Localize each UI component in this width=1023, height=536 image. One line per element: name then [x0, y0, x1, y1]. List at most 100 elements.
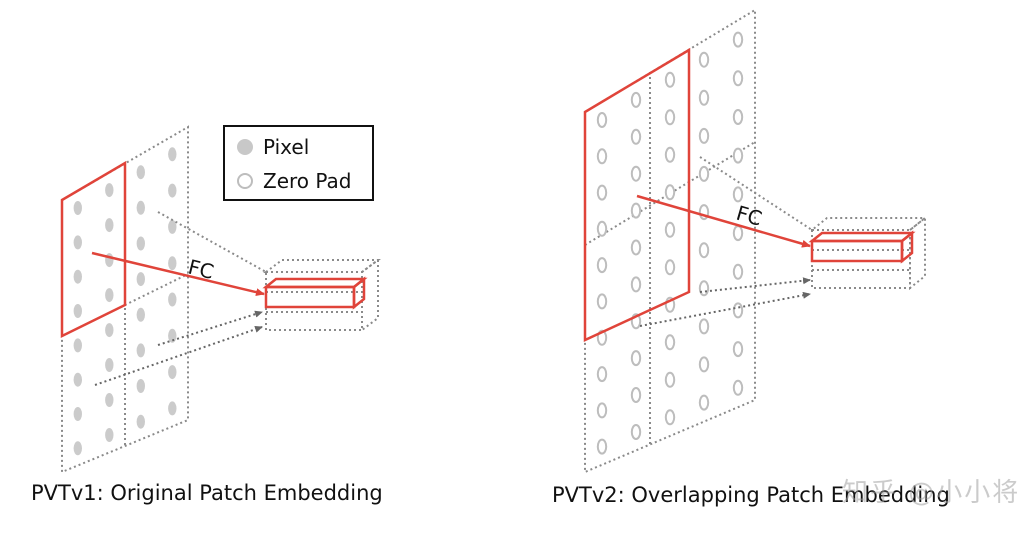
hollow-circle-icon: [237, 173, 253, 189]
pixel-dot: [168, 401, 177, 416]
zero-pad-dot: [698, 280, 710, 297]
legend-item-zero-pad: Zero Pad: [237, 168, 352, 194]
zero-pad-dot: [664, 409, 676, 426]
pixel-dot: [105, 428, 114, 442]
pixel-dot: [105, 218, 114, 233]
zero-pad-dot: [630, 128, 642, 145]
zero-pad-dot: [630, 91, 642, 108]
zero-pad-dot: [664, 184, 676, 201]
zero-pad-dot: [630, 350, 642, 367]
v1-highlighted-patch: [60, 160, 127, 339]
v1-connector-top: [157, 211, 267, 273]
pixel-dot: [136, 272, 145, 287]
zero-pad-dot: [630, 165, 642, 182]
zero-pad-dot: [664, 221, 676, 238]
zero-pad-dot: [630, 239, 642, 256]
zero-pad-dot: [596, 293, 608, 310]
zero-pad-dot: [596, 402, 608, 419]
pixel-dot: [168, 219, 177, 234]
legend-pixel-label: Pixel: [263, 135, 310, 159]
zero-pad-dot: [732, 147, 744, 164]
v2-grid-horizontal: [584, 141, 756, 246]
zero-pad-dot: [698, 394, 710, 411]
legend-zero-pad-label: Zero Pad: [263, 169, 352, 193]
zero-pad-dot: [732, 341, 744, 358]
zero-pad-dot: [596, 220, 608, 237]
legend-item-pixel: Pixel: [237, 134, 309, 160]
zero-pad-dot: [596, 438, 608, 455]
zero-pad-dot: [596, 112, 608, 128]
pixel-dot: [168, 256, 177, 271]
zero-pad-dot: [732, 225, 744, 242]
zero-pad-dot: [596, 184, 608, 201]
zero-pad-dot: [698, 356, 710, 373]
v2-connector-bottom: [639, 291, 811, 327]
pvtv1-panel: FC: [60, 125, 381, 474]
watermark: 知乎 @小小将: [842, 478, 1021, 508]
zero-pad-dot: [664, 109, 676, 126]
zero-pad-dot: [596, 257, 608, 274]
pixel-dot: [136, 200, 145, 215]
pixel-dot: [73, 304, 83, 318]
zero-pad-dot: [630, 202, 642, 219]
zero-pad-dot: [664, 334, 676, 351]
v2-token-stack: [809, 215, 928, 291]
zero-pad-dot: [698, 242, 710, 259]
v2-zero-pad-dots: [596, 31, 744, 455]
zero-pad-dot: [630, 276, 642, 293]
pixel-dot: [136, 343, 145, 358]
zero-pad-dot: [732, 379, 744, 396]
zero-pad-dot: [732, 31, 744, 48]
zero-pad-dot: [732, 186, 744, 203]
v2-output-token: [808, 230, 916, 264]
pixel-dot: [105, 323, 114, 338]
v2-fc-arrow: [636, 194, 811, 248]
pixel-dot: [73, 407, 83, 421]
pixel-dot: [73, 269, 83, 284]
zero-pad-dot: [664, 371, 676, 388]
v1-fc-label: FC: [186, 255, 217, 284]
legend: Pixel Zero Pad: [223, 125, 374, 201]
pixel-dot: [168, 328, 177, 343]
pixel-dot: [105, 393, 114, 407]
v1-token-stack: [263, 258, 381, 332]
zero-pad-dot: [732, 263, 744, 280]
pvtv1-caption: PVTv1: Original Patch Embedding: [31, 481, 383, 505]
pixel-dot: [136, 414, 145, 429]
zero-pad-dot: [698, 127, 710, 144]
zero-pad-dot: [664, 259, 676, 276]
zero-pad-dot: [732, 109, 744, 125]
pixel-dot: [105, 358, 114, 372]
zero-pad-dot: [664, 146, 676, 163]
pixel-dot: [73, 201, 83, 215]
pixel-dot: [136, 307, 145, 322]
v1-connector-bottom: [94, 325, 263, 386]
v1-connector-mid: [157, 310, 263, 346]
zero-pad-dot: [630, 424, 642, 440]
zero-pad-dot: [732, 70, 744, 87]
pixel-dot: [168, 292, 177, 307]
zero-pad-dot: [698, 318, 710, 335]
v1-output-token: [262, 276, 368, 310]
pixel-dot: [168, 147, 177, 162]
v1-pixel-dots: [73, 147, 177, 456]
pixel-dot: [136, 379, 145, 393]
zero-pad-dot: [630, 387, 642, 403]
zero-pad-dot: [698, 165, 710, 182]
zero-pad-dot: [698, 51, 710, 68]
pixel-dot: [73, 338, 83, 353]
filled-circle-icon: [237, 139, 253, 155]
pvtv2-caption: PVTv2: Overlapping Patch Embedding: [552, 483, 950, 507]
zero-pad-dot: [596, 148, 608, 165]
pixel-dot: [73, 372, 83, 387]
zero-pad-dot: [596, 366, 608, 383]
pixel-dot: [168, 183, 177, 198]
zero-pad-dot: [732, 302, 744, 319]
pixel-dot: [136, 236, 145, 251]
pixel-dot: [168, 365, 177, 380]
pixel-dot: [105, 288, 114, 303]
pixel-dot: [105, 183, 114, 198]
pvtv2-panel: FC: [583, 8, 928, 474]
pixel-dot: [73, 441, 83, 456]
v2-connector-top: [699, 156, 813, 231]
